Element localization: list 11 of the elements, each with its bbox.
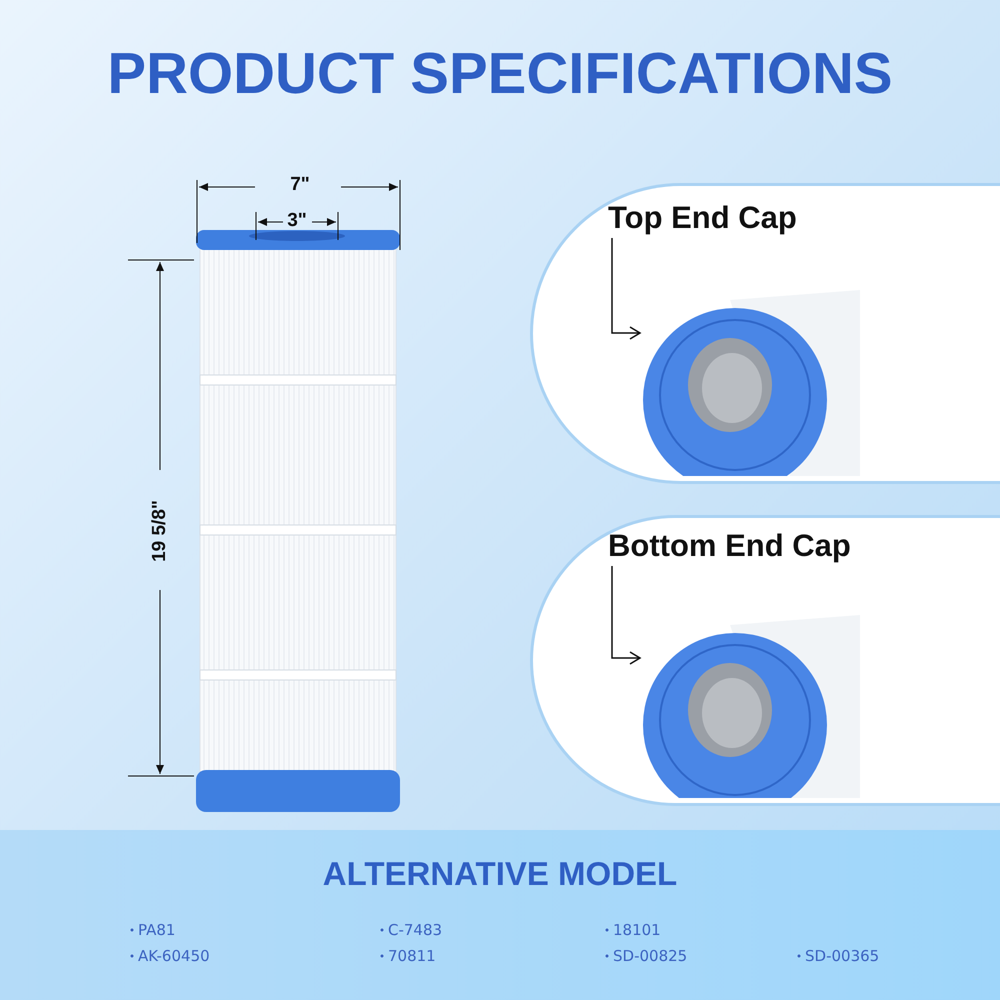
dimension-label: 3" bbox=[286, 210, 308, 232]
page-title: PRODUCT SPECIFICATIONS bbox=[106, 40, 894, 107]
end-cap-drawing bbox=[640, 615, 860, 798]
leader-line bbox=[611, 566, 641, 665]
section-heading: ALTERNATIVE MODEL bbox=[322, 855, 678, 893]
end-cap-drawing bbox=[640, 290, 860, 476]
dimension-label: 7" bbox=[289, 174, 311, 196]
leader-line bbox=[611, 238, 641, 340]
dimension-label: 19 5/8" bbox=[149, 499, 171, 564]
callout-label: Top End Cap bbox=[608, 200, 797, 236]
callout-label: Bottom End Cap bbox=[608, 528, 851, 564]
